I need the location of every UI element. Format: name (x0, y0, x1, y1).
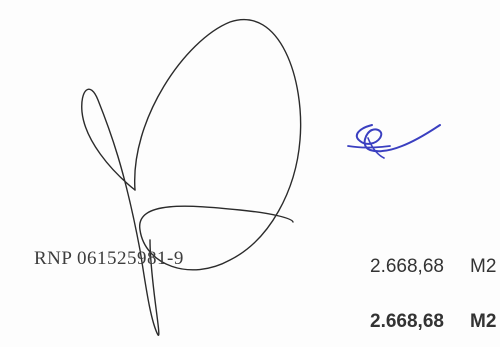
stamp-registry: RNP 061525981-9 (34, 248, 184, 269)
area-total-value: 2.668,68 (370, 311, 444, 332)
area-row: 2.668,68 M2 (370, 256, 496, 278)
area-total-unit: M2 (470, 311, 497, 332)
area-total-row: 2.668,68 M2 (370, 311, 496, 333)
engineer-stamp: RNP 061525981-9 (8, 188, 308, 288)
area-value: 2.668,68 (370, 256, 444, 277)
area-unit: M2 (470, 256, 497, 277)
